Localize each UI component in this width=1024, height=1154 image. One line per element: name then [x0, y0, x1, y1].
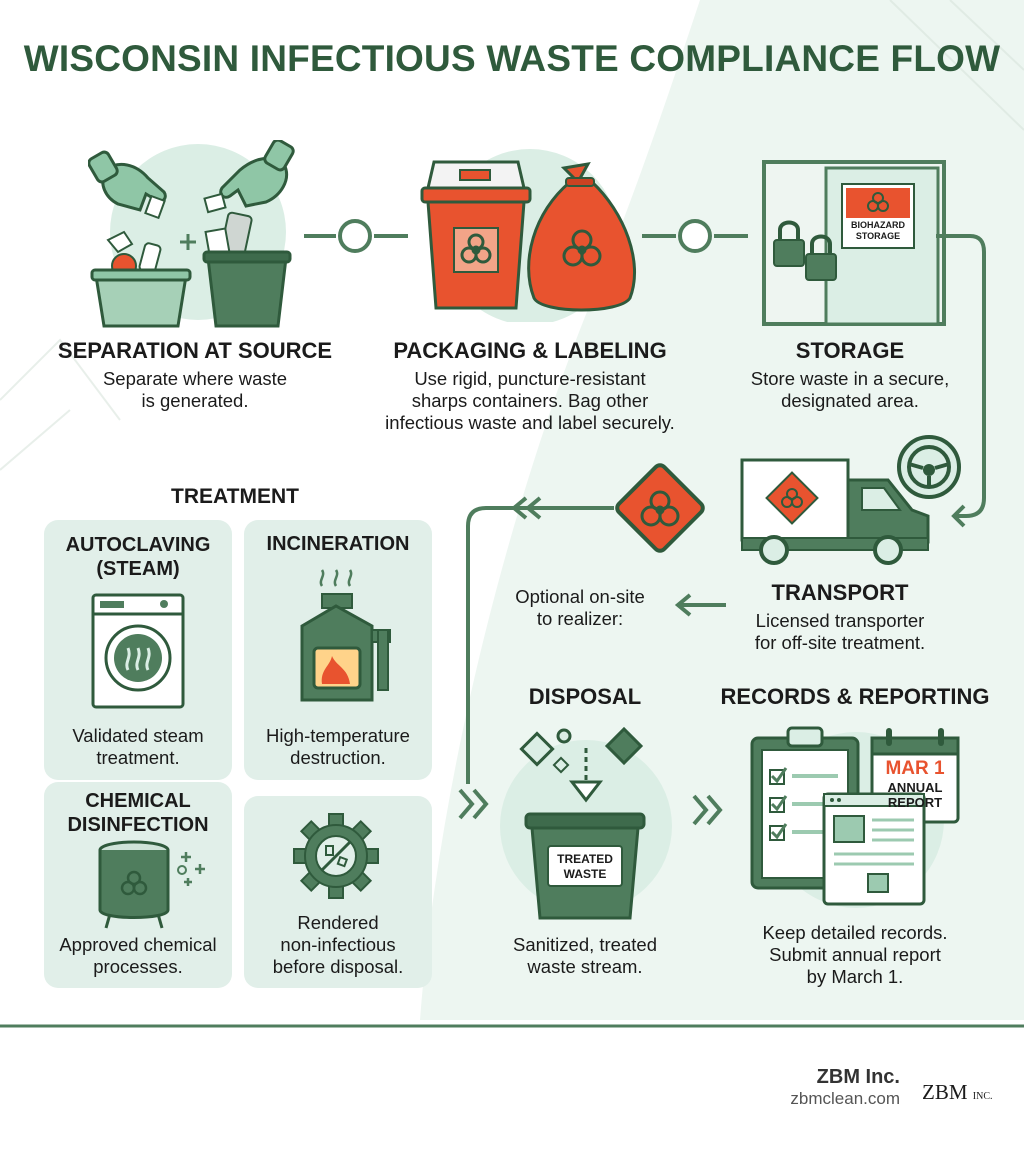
disposal-icon	[500, 726, 672, 920]
bin-label-line2: WASTE	[563, 867, 607, 881]
treatment-heading: TREATMENT	[171, 485, 299, 508]
packaging-desc: Use rigid, puncture-resistant sharps con…	[350, 368, 710, 434]
desc-line: Optional on-site	[515, 586, 645, 607]
steering-wheel-icon	[897, 435, 961, 499]
gear-icon	[293, 813, 379, 899]
page-title: WISCONSIN INFECTIOUS WASTE COMPLIANCE FL…	[23, 38, 1001, 79]
connector-transport-disposal	[458, 496, 614, 820]
biohazard-diamond-icon	[615, 463, 705, 553]
incineration-desc: High-temperature destruction.	[244, 725, 432, 769]
separation-desc: Separate where waste is generated.	[30, 368, 360, 412]
transport-heading: TRANSPORT	[771, 580, 909, 605]
heading-line: (STEAM)	[96, 558, 180, 580]
heading-line: DISINFECTION	[67, 814, 209, 836]
desc-line: Submit annual report	[769, 944, 941, 965]
autoclaving-heading: AUTOCLAVING (STEAM)	[44, 533, 232, 581]
disposal-heading: DISPOSAL	[528, 684, 642, 709]
logo-main: ZBM	[922, 1080, 968, 1104]
incineration-heading: INCINERATION	[266, 533, 410, 555]
chemical-tank-icon	[98, 840, 205, 929]
connector-2	[642, 219, 748, 253]
storage-sign-line1: BIOHAZARD	[851, 220, 905, 230]
desc-line: Separate where waste	[102, 368, 288, 389]
desc-line: infectious waste and label securely.	[385, 412, 675, 433]
logo-small: INC.	[972, 1091, 993, 1102]
disposal-desc: Sanitized, treated waste stream.	[480, 934, 690, 978]
heading-line: AUTOCLAVING	[65, 534, 211, 556]
desc-line: waste stream.	[527, 956, 643, 977]
washer-icon	[91, 593, 185, 709]
chemical-heading: CHEMICAL DISINFECTION	[44, 789, 232, 837]
desc-line: Licensed transporter	[755, 610, 925, 631]
optional-desc: Optional on-site to realizer:	[500, 586, 660, 630]
bin-label-line1: TREATED	[557, 852, 613, 866]
transport-desc: Licensed transporter for off-site treatm…	[720, 610, 960, 654]
desc-line: before disposal.	[272, 956, 404, 977]
packaging-icon	[420, 149, 636, 322]
storage-heading: STORAGE	[795, 338, 905, 363]
desc-line: is generated.	[141, 390, 249, 411]
desc-line: for off-site treatment.	[754, 632, 926, 653]
desc-line: designated area.	[781, 390, 919, 411]
heading-line: CHEMICAL	[85, 790, 191, 812]
connector-storage-transport	[936, 234, 986, 528]
truck-icon	[740, 458, 930, 565]
storage-desc: Store waste in a secure, designated area…	[710, 368, 990, 412]
records-desc: Keep detailed records. Submit annual rep…	[730, 922, 980, 988]
desc-line: Keep detailed records.	[762, 922, 948, 943]
arrow-left-icon	[674, 593, 726, 617]
desc-line: Validated steam	[72, 725, 204, 746]
footer-company: ZBM Inc.	[816, 1066, 900, 1088]
calendar-date: MAR 1	[885, 758, 945, 779]
desc-line: to realizer:	[536, 608, 624, 629]
company-logo: ZBM INC.	[922, 1080, 993, 1105]
calendar-line1: ANNUAL	[887, 780, 943, 795]
chevron-right-icon	[692, 794, 723, 826]
desc-line: Rendered	[297, 912, 379, 933]
storage-sign-line2: STORAGE	[855, 231, 901, 241]
incinerator-icon	[300, 569, 391, 702]
desc-line: by March 1.	[806, 966, 904, 987]
desc-line: Sanitized, treated	[513, 934, 657, 955]
packaging-heading: PACKAGING & LABELING	[393, 338, 667, 363]
separation-icon	[88, 140, 295, 328]
footer-company-block: ZBM Inc. zbmclean.com	[700, 1066, 900, 1109]
autoclaving-desc: Validated steam treatment.	[44, 725, 232, 769]
desc-line: High-temperature	[266, 725, 410, 746]
chemical-desc: Approved chemical processes.	[44, 934, 232, 978]
desc-line: treatment.	[96, 747, 180, 768]
desc-line: Use rigid, puncture-resistant	[414, 368, 646, 389]
calendar-line2: REPORT	[887, 795, 943, 810]
desc-line: sharps containers. Bag other	[411, 390, 649, 411]
desc-line: Store waste in a secure,	[750, 368, 950, 389]
desc-line: Approved chemical	[59, 934, 217, 955]
desc-line: non-infectious	[280, 934, 396, 955]
footer-url: zbmclean.com	[790, 1089, 900, 1108]
storage-icon	[762, 160, 946, 326]
rendered-desc: Rendered non-infectious before disposal.	[244, 912, 432, 978]
separation-heading: SEPARATION AT SOURCE	[57, 338, 333, 363]
desc-line: processes.	[93, 956, 183, 977]
records-heading: RECORDS & REPORTING	[720, 684, 990, 709]
records-icon	[750, 726, 960, 908]
desc-line: destruction.	[290, 747, 386, 768]
connector-1	[304, 219, 408, 253]
calendar-text: MAR 1 ANNUAL REPORT	[872, 758, 958, 810]
